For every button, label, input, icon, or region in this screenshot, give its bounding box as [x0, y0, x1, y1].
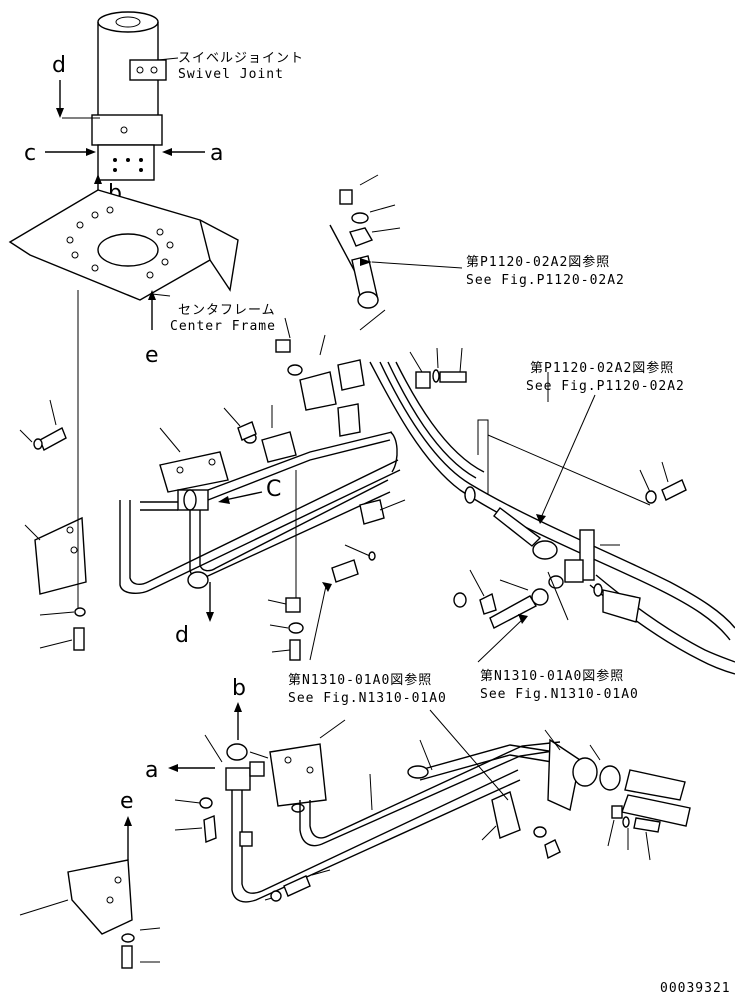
view-arrow-d-mid: d	[175, 571, 214, 648]
view-arrow-c-top: c	[24, 141, 96, 166]
mid-bolts	[453, 569, 569, 663]
lower-mid-clamp	[407, 709, 561, 860]
main-hose-bundle	[369, 361, 735, 675]
view-letter-d-mid: d	[175, 623, 189, 648]
view-arrow-d-top: d	[52, 53, 100, 119]
lower-misc-parts	[174, 773, 373, 902]
view-letter-a-top: a	[210, 141, 223, 166]
drawing-number: 00039321	[660, 981, 731, 996]
right-fitting-upper	[409, 347, 467, 389]
label-center-frame-jp: センタフレーム	[178, 303, 276, 318]
bracket-clamps-mid	[275, 309, 386, 437]
lower-left-bracket	[19, 859, 161, 969]
label-ref-p1120-a-jp: 第P1120-02A2図参照	[466, 254, 610, 270]
swivel-joint	[91, 11, 179, 181]
label-swivel-joint-en: Swivel Joint	[178, 67, 284, 82]
middle-tubes	[119, 431, 401, 594]
view-letter-e-bottom: e	[120, 789, 134, 814]
label-ref-p1120-b-jp: 第P1120-02A2図参照	[530, 360, 674, 376]
view-letter-e-top: e	[145, 343, 159, 368]
view-letter-c-top: c	[24, 141, 36, 166]
clamp-mid-right	[309, 544, 376, 661]
lower-valve-assembly	[204, 719, 346, 813]
label-ref-n1310-a-jp: 第N1310-01A0図参照	[288, 672, 432, 688]
left-bolt-stack	[19, 290, 86, 651]
center-frame-plate	[8, 189, 239, 301]
view-arrow-e-top: e	[145, 290, 159, 368]
upper-fitting-assembly	[329, 174, 463, 309]
lower-right-bolts	[607, 805, 661, 861]
label-ref-p1120-a-en: See Fig.P1120-02A2	[466, 273, 625, 288]
view-letter-c-mid: C	[266, 477, 281, 502]
label-center-frame-en: Center Frame	[170, 319, 276, 334]
view-arrow-c-mid: C	[218, 477, 281, 504]
view-arrow-a-bottom: a	[145, 758, 215, 783]
view-arrow-e-bottom: e	[120, 789, 134, 860]
right-bolt-washer	[639, 461, 687, 504]
valve-bracket-mid	[159, 427, 229, 511]
view-letter-d-top: d	[52, 53, 66, 78]
hose-clip-mid	[267, 470, 304, 661]
left-bracket-mid	[24, 516, 87, 595]
right-bracket-assembly	[464, 419, 651, 623]
label-ref-p1120-b-en: See Fig.P1120-02A2	[526, 379, 685, 394]
frame-bolt-holes	[66, 206, 174, 279]
mid-clamps	[223, 405, 406, 525]
view-arrow-b-bottom: b	[232, 676, 246, 740]
view-arrow-a-top: a	[162, 141, 223, 166]
lower-right-manifold	[544, 729, 691, 827]
view-letter-a-bottom: a	[145, 758, 158, 783]
label-ref-n1310-b-en: See Fig.N1310-01A0	[480, 687, 639, 702]
view-letter-b-bottom: b	[232, 676, 246, 701]
label-ref-n1310-a-en: See Fig.N1310-01A0	[288, 691, 447, 706]
label-swivel-joint-jp: スイベルジョイント	[178, 51, 304, 66]
lower-tubes	[231, 741, 561, 903]
label-ref-n1310-b-jp: 第N1310-01A0図参照	[480, 668, 624, 684]
